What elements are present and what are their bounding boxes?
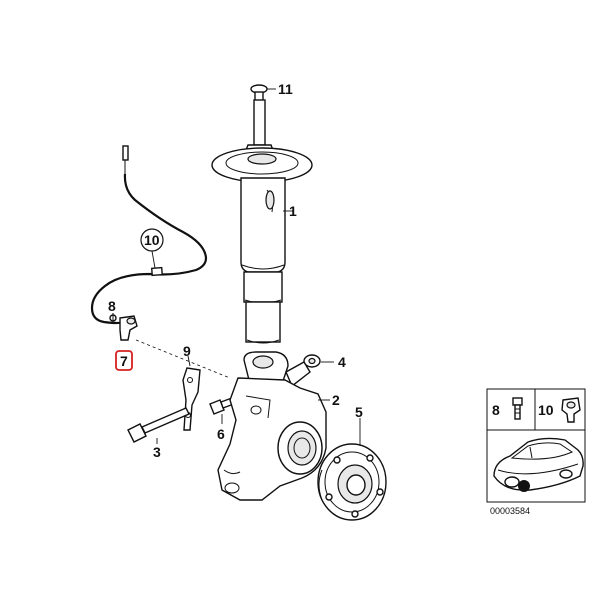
callout-5: 5 <box>355 404 363 420</box>
inset-box: 8 10 00003584 <box>486 388 586 516</box>
part-9-bracket[interactable] <box>182 355 201 431</box>
inset-screw-icon <box>512 397 523 420</box>
inset-label-10: 10 <box>538 402 554 418</box>
callout-11: 11 <box>278 81 293 97</box>
part-4-nut[interactable] <box>303 354 334 368</box>
inset-label-8: 8 <box>492 402 500 418</box>
callout-4: 4 <box>338 354 346 370</box>
callout-10: 10 <box>144 232 160 248</box>
part-2-steering-knuckle[interactable] <box>217 351 330 501</box>
callout-7: 7 <box>120 353 128 369</box>
callout-9: 9 <box>183 343 191 359</box>
callout-3: 3 <box>153 444 161 460</box>
drawing-number: 00003584 <box>490 506 530 516</box>
callout-2: 2 <box>332 392 340 408</box>
callout-1: 1 <box>289 203 297 219</box>
part-7-speed-sensor[interactable] <box>119 315 231 379</box>
inset-clip-icon <box>561 397 581 423</box>
part-8-screw[interactable] <box>109 313 117 322</box>
callout-10-circle: 10 <box>140 228 164 269</box>
callout-6: 6 <box>217 426 225 442</box>
inset-car-icon <box>493 437 584 492</box>
callout-8: 8 <box>108 298 116 314</box>
part-10-sensor-cable[interactable] <box>90 145 208 325</box>
callout-7-highlight: 7 <box>115 350 133 371</box>
part-1-strut[interactable] <box>211 99 313 344</box>
part-3-bolt[interactable] <box>127 407 190 444</box>
part-5-wheel-hub[interactable] <box>317 418 387 521</box>
